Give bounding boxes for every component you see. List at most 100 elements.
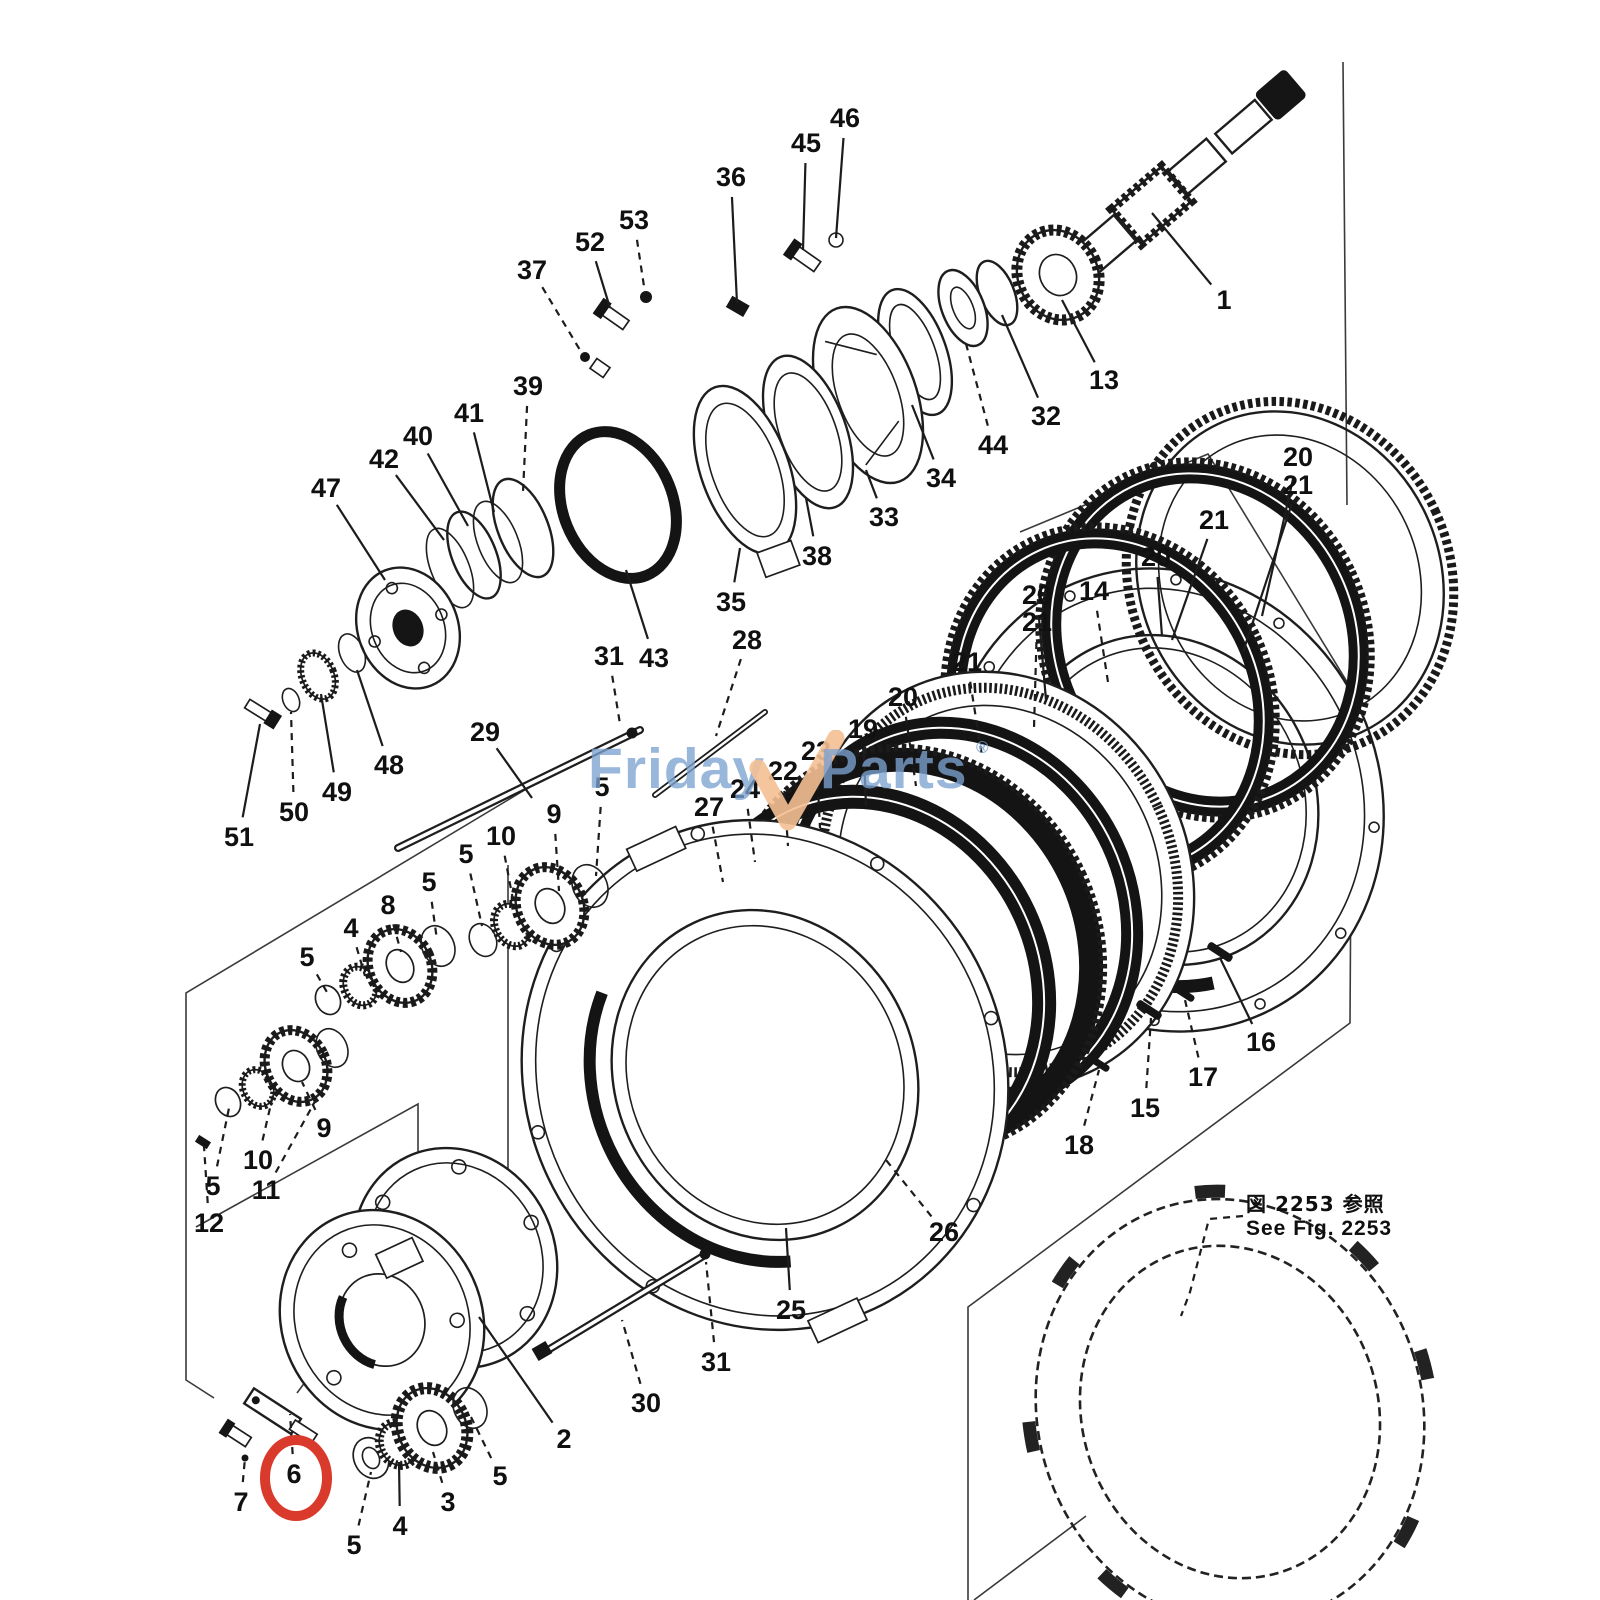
part-label-20: 20 [1141, 542, 1171, 572]
part-label-51: 51 [224, 822, 254, 852]
leader-line-21 [1241, 503, 1293, 653]
part-label-3: 3 [440, 1487, 455, 1517]
part-label-20: 20 [1283, 442, 1313, 472]
leader-line-6 [288, 1413, 294, 1455]
part-label-21: 21 [1283, 470, 1313, 500]
part-label-5: 5 [421, 867, 436, 897]
leader-line-5 [357, 1471, 373, 1526]
leader-line-19 [862, 748, 868, 807]
part-label-21: 21 [1022, 607, 1052, 637]
part-label-4: 4 [392, 1511, 407, 1541]
leader-line-39 [521, 405, 529, 493]
leader-line-10 [261, 1081, 278, 1141]
part-label-31: 31 [701, 1347, 731, 1377]
part-label-9: 9 [546, 799, 561, 829]
part-label-42: 42 [369, 444, 399, 474]
leader-line-34 [910, 404, 935, 460]
part-label-22: 22 [768, 756, 798, 786]
leader-line-41 [472, 432, 496, 513]
leader-line-50 [289, 711, 295, 793]
part-label-5: 5 [346, 1530, 361, 1560]
bolt-51 [243, 698, 283, 730]
center-housing [520, 818, 1010, 1344]
leader-line-2 [478, 1316, 554, 1424]
leader-line-29 [495, 747, 533, 799]
leader-line-16 [1219, 957, 1254, 1025]
leader-line-13 [1061, 299, 1096, 363]
spring-pins [1087, 942, 1233, 1072]
part-label-29: 29 [470, 717, 500, 747]
leader-line-12 [202, 1145, 209, 1204]
input-shaft [243, 70, 1306, 730]
part-label-24: 24 [730, 774, 760, 804]
part-label-23: 23 [801, 736, 831, 766]
leader-line-45 [801, 162, 807, 251]
sun-gear-cluster [352, 1382, 488, 1480]
part-label-25: 25 [776, 1295, 806, 1325]
part-label-43: 43 [639, 643, 669, 673]
leader-line-28 [714, 658, 742, 737]
part-label-28: 28 [732, 625, 762, 655]
leader-line-17 [1183, 999, 1200, 1058]
part-label-20: 20 [1022, 580, 1052, 610]
part-label-5: 5 [594, 772, 609, 802]
leader-line-38 [804, 497, 815, 537]
leader-line-5 [594, 806, 602, 877]
part-label-17: 17 [1188, 1062, 1218, 1092]
part-label-21: 21 [1199, 505, 1229, 535]
leader-line-42 [395, 474, 445, 541]
planet-gear-cluster-left [194, 1025, 349, 1150]
part-label-49: 49 [322, 777, 352, 807]
leader-line-43 [624, 569, 649, 640]
leader-line-4 [397, 1461, 401, 1507]
part-label-37: 37 [517, 255, 547, 285]
leader-line-32 [1000, 314, 1040, 399]
leader-line-47 [335, 504, 386, 581]
part-label-32: 32 [1031, 401, 1061, 431]
planet-carrier [278, 1146, 559, 1432]
leader-line-7 [241, 1457, 247, 1483]
leader-line-11 [274, 1095, 319, 1174]
part-label-13: 13 [1089, 365, 1119, 395]
leader-line-33 [864, 469, 878, 499]
part-labels: 3752533645461133244343338354328312948495… [194, 103, 1313, 1560]
part-label-5: 5 [492, 1461, 507, 1491]
part-label-44: 44 [978, 430, 1008, 460]
leader-line-21 [1170, 538, 1209, 641]
leader-line-31 [704, 1261, 716, 1343]
leader-line-46 [834, 137, 845, 239]
part-label-40: 40 [403, 421, 433, 451]
leader-line-30 [620, 1319, 642, 1385]
part-label-2: 2 [556, 1424, 571, 1454]
part-label-5: 5 [299, 942, 314, 972]
part-label-8: 8 [380, 890, 395, 920]
leader-line-37 [541, 286, 584, 356]
leader-line-48 [355, 669, 384, 747]
leader-line-49 [319, 693, 335, 773]
part-label-5: 5 [458, 839, 473, 869]
part-label-31: 31 [594, 641, 624, 671]
part-label-53: 53 [619, 205, 649, 235]
part-label-30: 30 [631, 1388, 661, 1418]
leader-line-4 [355, 946, 367, 977]
part-label-33: 33 [869, 502, 899, 532]
leader-line-51 [241, 723, 262, 818]
part-label-21: 21 [952, 647, 982, 677]
part-label-19: 19 [848, 714, 878, 744]
leader-line-8 [392, 923, 403, 953]
leader-line-20 [904, 716, 918, 787]
part-label-7: 7 [233, 1487, 248, 1517]
leader-line-36 [730, 196, 739, 304]
part-label-16: 16 [1246, 1027, 1276, 1057]
leader-line-52 [594, 260, 612, 309]
leader-line-9 [301, 1081, 317, 1111]
part-label-38: 38 [802, 541, 832, 571]
part-label-11: 11 [252, 1175, 281, 1205]
part-label-35: 35 [716, 587, 746, 617]
part-label-26: 26 [929, 1217, 959, 1247]
leader-line-40 [426, 452, 469, 527]
leader-line-24 [746, 808, 757, 863]
part-label-10: 10 [243, 1145, 273, 1175]
leader-line-53 [635, 239, 647, 294]
